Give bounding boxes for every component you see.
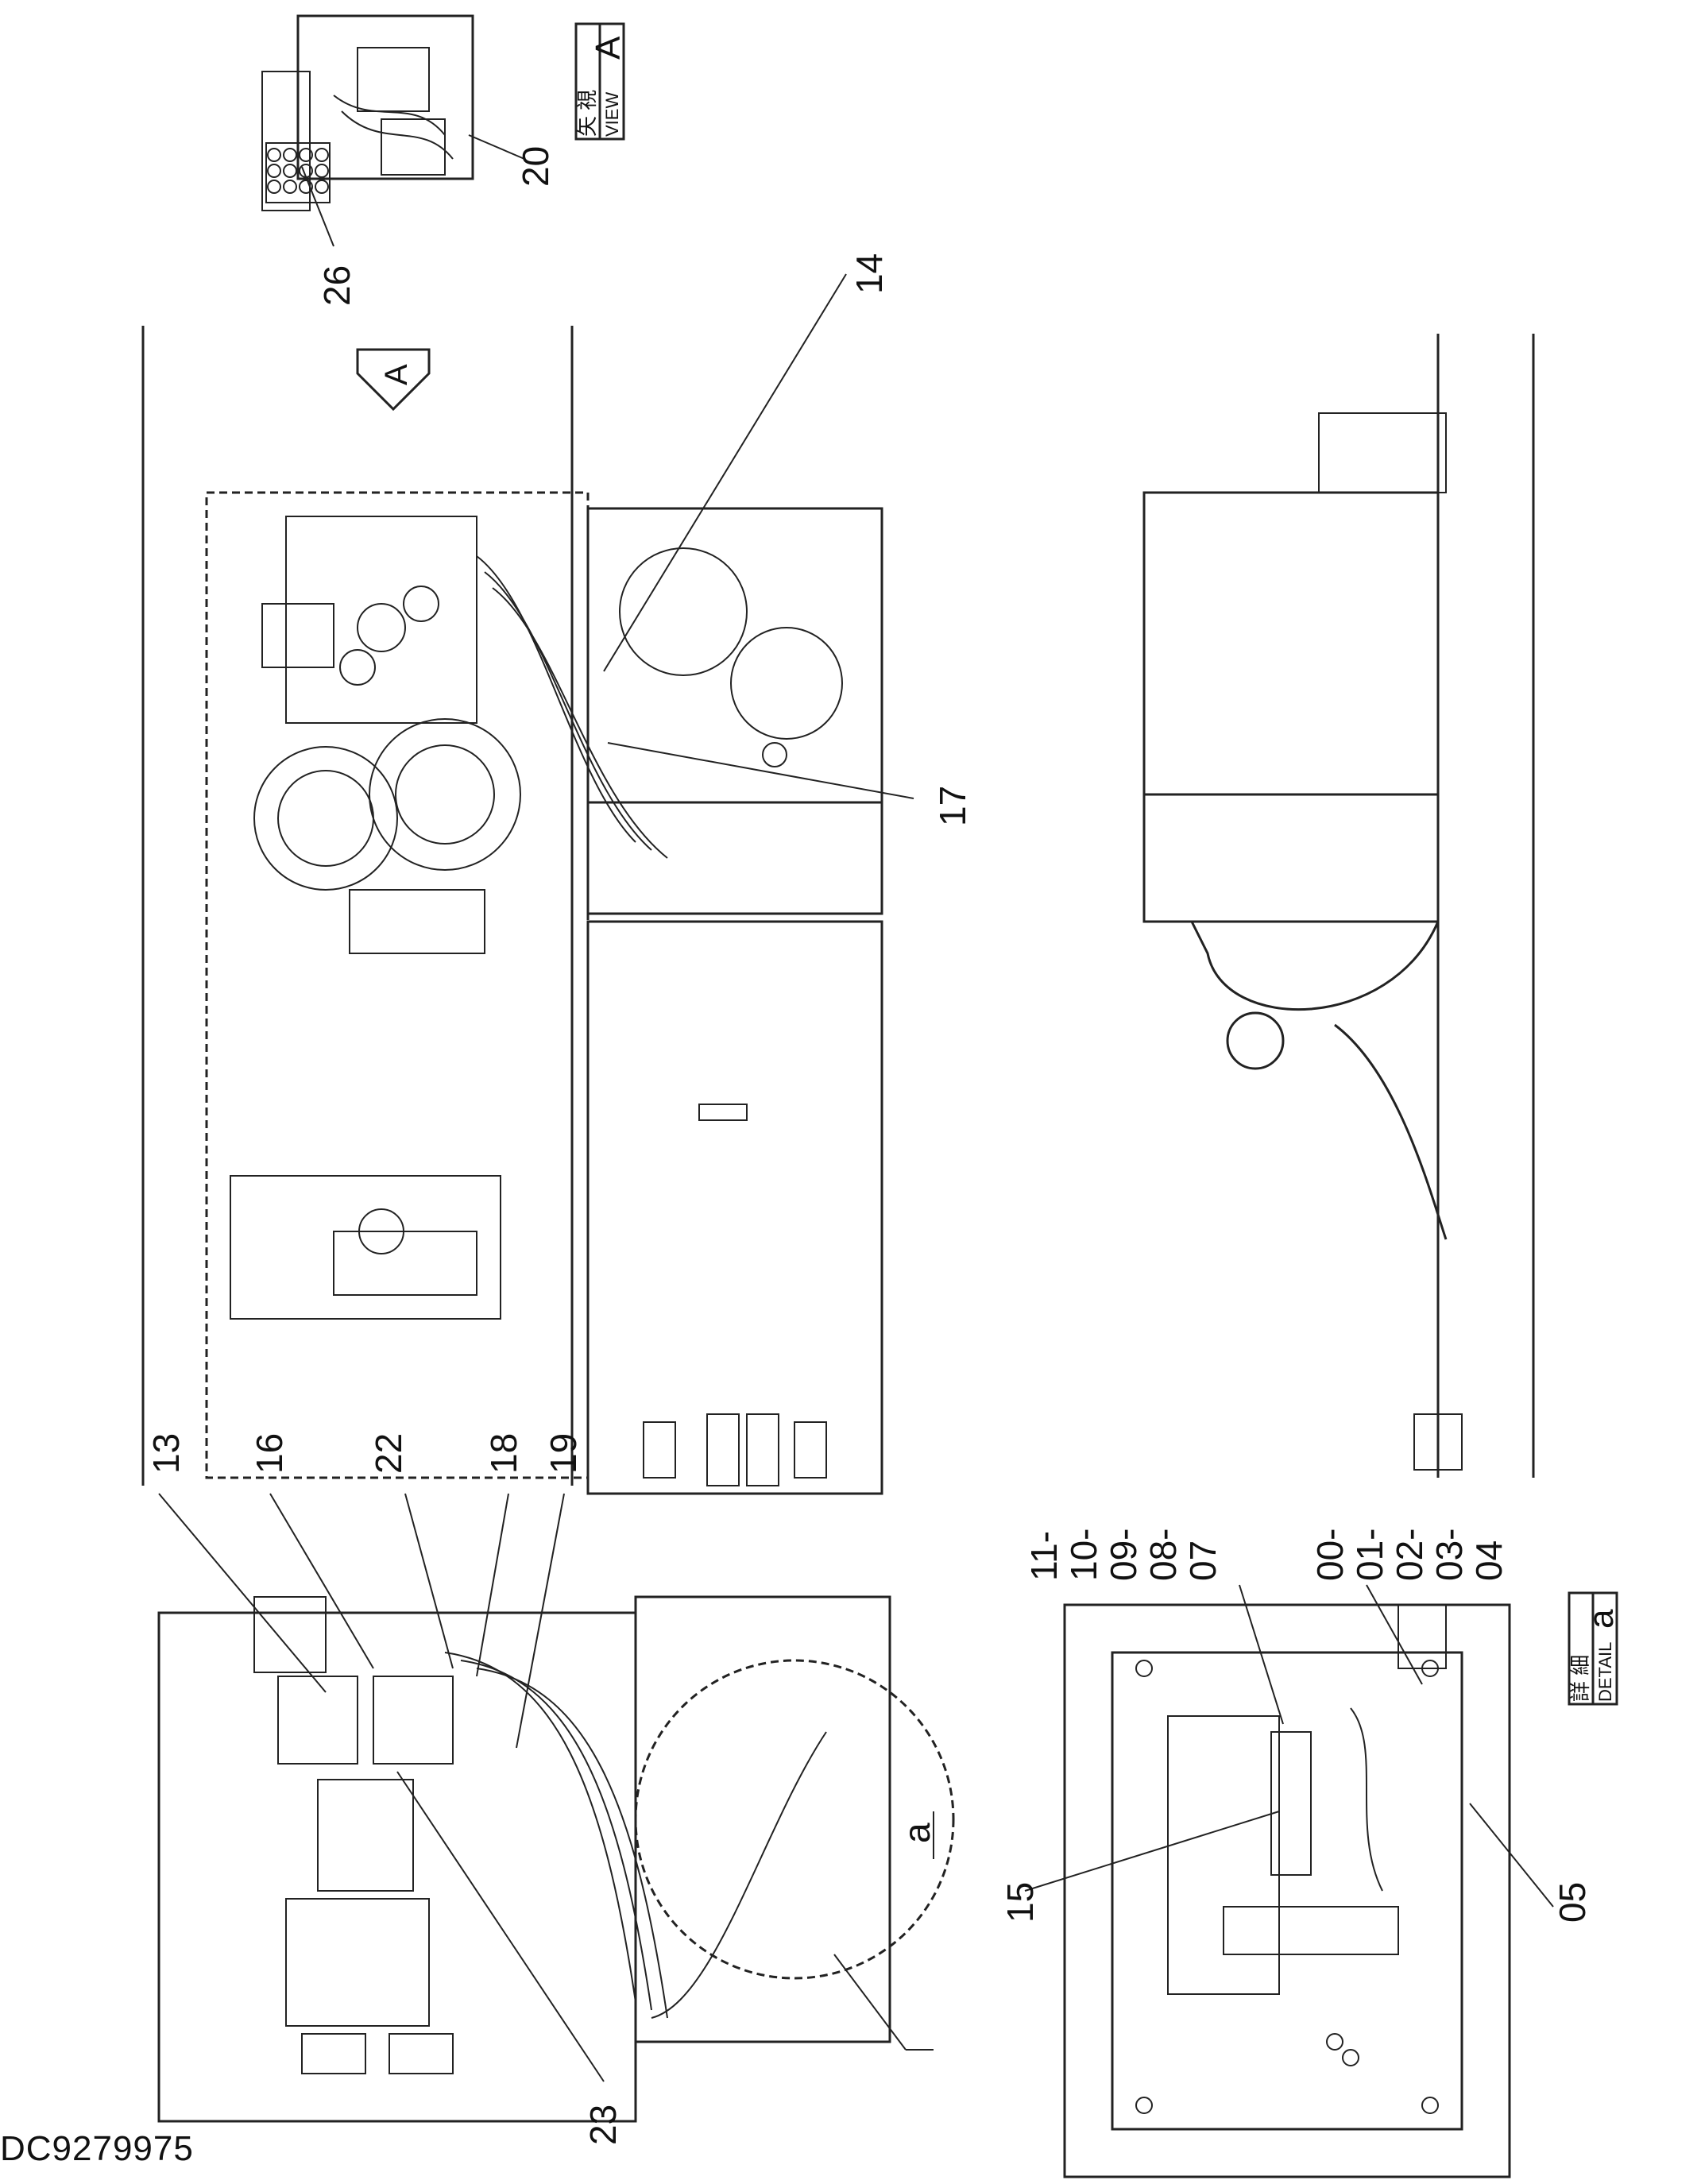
callout-01: 01- — [1349, 1529, 1390, 1581]
view-arrow-letter: A — [379, 364, 414, 385]
callout-17: 17 — [932, 786, 973, 826]
detail-circle-letter: a — [896, 1823, 937, 1843]
callout-19: 19 — [543, 1433, 584, 1474]
view-label-letter: A — [589, 36, 628, 60]
main-plan-view: A — [141, 273, 914, 1495]
detail-label-letter: a — [1582, 1609, 1621, 1629]
side-view — [1142, 334, 1535, 1478]
callout-20: 20 — [515, 146, 556, 187]
callout-05: 05 — [1552, 1882, 1593, 1923]
callout-labels: 20 26 14 17 13 16 22 18 19 23 15 05 11- … — [145, 146, 1593, 2145]
callout-03: 03- — [1428, 1529, 1470, 1581]
callout-15: 15 — [999, 1882, 1041, 1923]
callout-07: 07 — [1182, 1540, 1224, 1581]
callout-23: 23 — [582, 2105, 624, 2145]
callout-13: 13 — [145, 1433, 187, 1474]
view-label-japanese: 矢 視 — [575, 90, 599, 137]
detail-label-japanese: 詳 細 — [1568, 1655, 1592, 1702]
drawing-number: DC9279975 — [0, 2129, 194, 2168]
callout-18: 18 — [483, 1433, 524, 1474]
lower-left-view — [157, 1493, 955, 2123]
detail-a-label: 詳 細 DETAIL a — [1568, 1591, 1621, 1706]
view-a-label: 矢 視 VIEW A — [574, 22, 628, 141]
callout-09: 09- — [1103, 1529, 1144, 1581]
view-a-inset — [261, 14, 525, 247]
detail-label-english: DETAIL — [1595, 1642, 1615, 1702]
detail-a-view — [1024, 1584, 1554, 2178]
callout-14: 14 — [849, 253, 890, 294]
callout-02: 02- — [1389, 1529, 1430, 1581]
callout-08: 08- — [1142, 1529, 1184, 1581]
callout-04: 04 — [1468, 1540, 1510, 1581]
callout-10: 10- — [1063, 1529, 1104, 1581]
callout-16: 16 — [249, 1433, 290, 1474]
view-label-english: VIEW — [602, 92, 622, 137]
view-a-arrow: A — [356, 348, 431, 412]
callout-11: 11- — [1023, 1531, 1065, 1581]
callout-26: 26 — [316, 265, 358, 306]
callout-00: 00- — [1309, 1529, 1351, 1581]
callout-22: 22 — [368, 1433, 409, 1474]
